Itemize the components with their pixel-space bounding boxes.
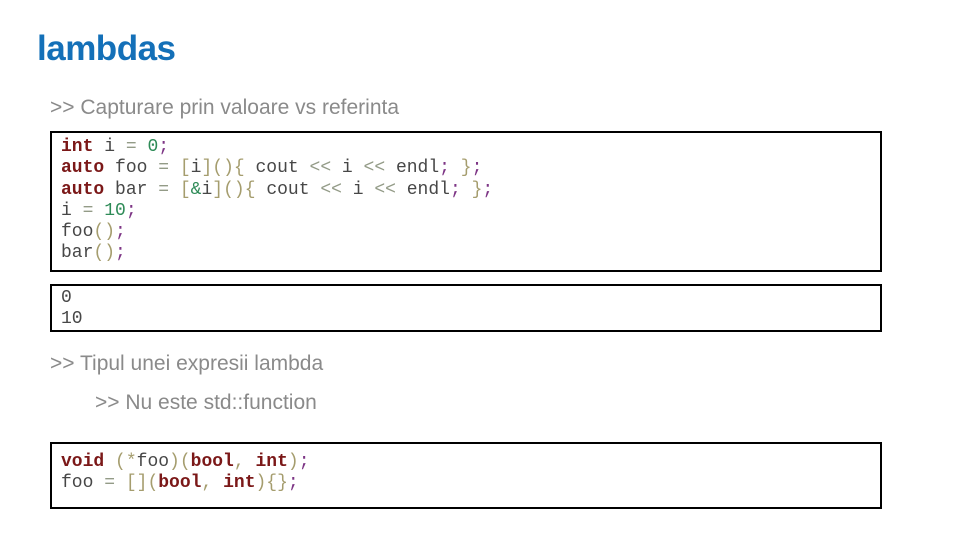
code-line: foo = [](bool, int){}; — [61, 473, 871, 494]
bullet-nu-este-std-function: >> Nu este std::function — [95, 391, 317, 414]
code-line: void (*foo)(bool, int); — [61, 452, 871, 473]
code-token: ](){ — [212, 179, 256, 200]
code-token: i — [201, 179, 213, 200]
code-token: 10 — [104, 200, 126, 221]
code-token: << — [374, 179, 396, 200]
code-token: ; — [471, 158, 483, 179]
code-token — [461, 180, 472, 200]
bullet-tipul-expresiei-lambda: >> Tipul unei expresii lambda — [50, 352, 324, 375]
code-token: << — [309, 158, 332, 179]
code-token: () — [93, 243, 116, 264]
code-token — [169, 158, 180, 178]
code-token: & — [190, 179, 202, 200]
code-token: int — [61, 137, 94, 157]
code-token: bar — [104, 179, 159, 200]
code-token — [104, 452, 115, 472]
code-token: 0 — [61, 288, 72, 308]
code-token — [169, 180, 180, 200]
code-token: bool — [158, 473, 202, 494]
code-token: } — [471, 179, 483, 200]
code-token — [450, 158, 461, 178]
code-line: 10 — [61, 309, 871, 330]
code-token: = — [158, 179, 170, 200]
code-token: bool — [190, 452, 234, 472]
code-token: , — [201, 473, 213, 494]
code-token: = — [104, 473, 116, 494]
code-token — [212, 473, 223, 493]
code-token: i — [93, 137, 126, 157]
code-token: int — [223, 473, 256, 494]
code-token: ; — [439, 158, 450, 179]
code-token: foo — [136, 452, 170, 472]
code-token: ) — [287, 452, 299, 472]
code-token: void — [61, 452, 105, 472]
code-token — [115, 473, 126, 493]
code-token: i — [331, 158, 364, 179]
code-token: bar — [61, 243, 94, 264]
code-token: ; — [115, 243, 126, 264]
code-token — [93, 201, 104, 221]
code-token: ](){ — [201, 158, 245, 179]
code-token: [ — [179, 179, 191, 200]
code-token: = — [82, 200, 94, 221]
code-token: << — [320, 179, 342, 200]
code-token: cout — [244, 158, 310, 179]
code-token: i — [341, 179, 375, 200]
page-title: lambdas — [37, 29, 176, 68]
code-token: 0 — [147, 137, 159, 157]
code-line: int i = 0; — [61, 137, 871, 158]
code-token: )( — [169, 452, 191, 472]
code-line: foo(); — [61, 222, 871, 243]
code-token: ; — [125, 200, 137, 221]
code-token: ){} — [255, 473, 288, 494]
code-token: endl — [395, 179, 450, 200]
code-token: []( — [125, 473, 159, 494]
code-token: , — [233, 452, 245, 472]
code-token: auto — [61, 179, 105, 200]
code-token: = — [158, 158, 170, 179]
bullet-capturare-prin-valoare: >> Capturare prin valoare vs referinta — [50, 96, 400, 119]
code-token: 10 — [61, 309, 83, 330]
code-token: ; — [158, 137, 170, 157]
code-token: foo — [61, 222, 94, 243]
code-token: ; — [115, 222, 126, 243]
code-token: } — [460, 158, 472, 179]
code-token: auto — [61, 158, 105, 179]
code-token — [137, 137, 148, 157]
code-token: cout — [255, 179, 321, 200]
code-token — [245, 452, 256, 472]
code-token: foo — [104, 158, 159, 179]
code-token: ; — [298, 452, 310, 472]
code-token: int — [255, 452, 288, 472]
code-token: () — [93, 222, 116, 243]
code-token: << — [363, 158, 386, 179]
code-block-function-pointer: void (*foo)(bool, int);foo = [](bool, in… — [50, 442, 882, 509]
code-line: bar(); — [61, 243, 871, 264]
code-token: ; — [287, 473, 299, 494]
code-block-capture-example: int i = 0;auto foo = [i](){ cout << i <<… — [50, 131, 882, 272]
code-line: auto bar = [&i](){ cout << i << endl; }; — [61, 180, 871, 201]
code-token: [ — [179, 158, 191, 179]
code-line: auto foo = [i](){ cout << i << endl; }; — [61, 158, 871, 179]
code-line: i = 10; — [61, 201, 871, 222]
code-token: endl — [385, 158, 440, 179]
code-token: ; — [449, 179, 461, 200]
code-token: foo — [61, 473, 105, 494]
code-line: 0 — [61, 288, 871, 309]
code-token: i — [190, 158, 202, 179]
code-token: (* — [115, 452, 137, 472]
code-token: = — [125, 137, 137, 157]
code-token: i — [61, 200, 83, 221]
code-token: ; — [482, 179, 494, 200]
